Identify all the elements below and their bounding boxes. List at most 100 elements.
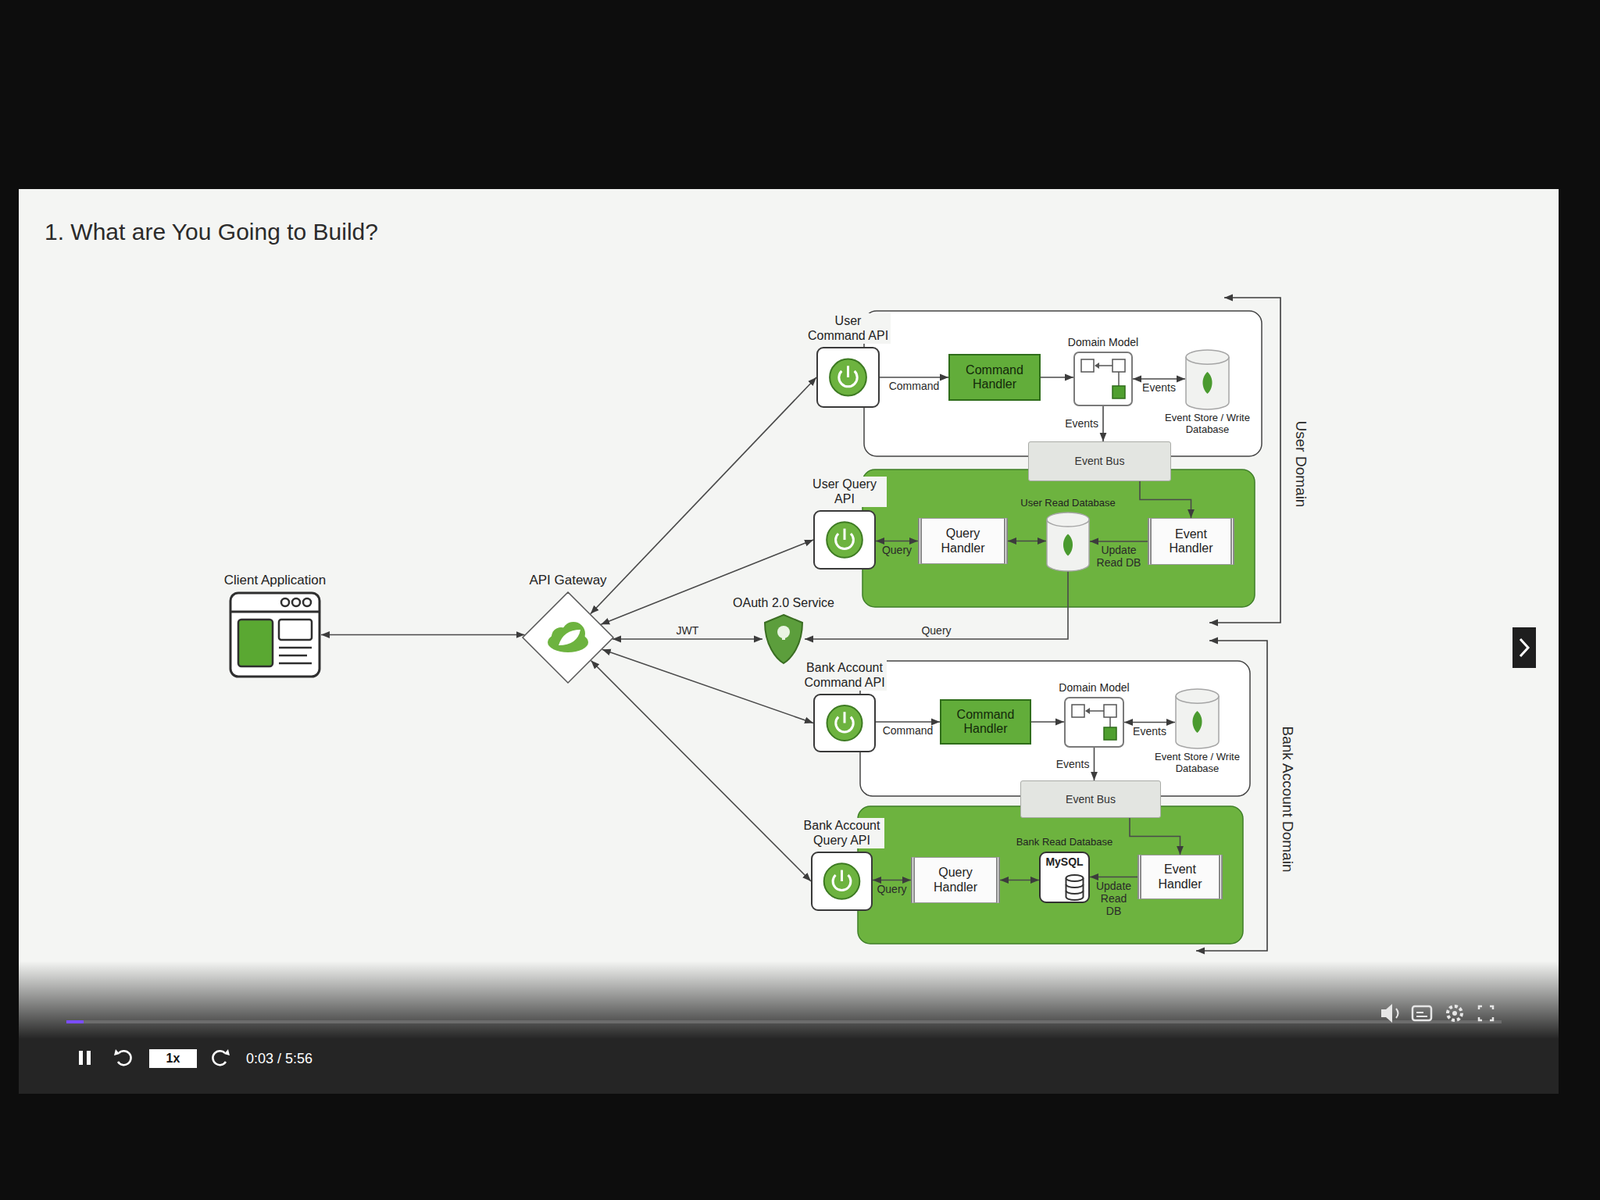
- volume-icon: [1381, 1003, 1393, 1023]
- connector: [1102, 406, 1104, 442]
- connector: [875, 721, 940, 723]
- domain-label: User Domain: [1292, 421, 1310, 508]
- event-bus: Event Bus: [1020, 780, 1161, 818]
- app-panel: [238, 619, 273, 667]
- rewind-icon: [114, 1049, 120, 1056]
- edge-label-holder: Events: [1135, 381, 1183, 394]
- connector: [804, 571, 1068, 640]
- mongo-shape: [1185, 350, 1230, 410]
- text-holder: OAuth 2.0 Service: [713, 596, 854, 611]
- model-link: [1085, 707, 1090, 715]
- node-label: Bank Read Database: [1006, 836, 1124, 849]
- api-frame: [814, 510, 875, 569]
- edge-label-holder: Update Read DB: [1092, 879, 1136, 918]
- forward-icon: [224, 1049, 230, 1056]
- command-handler: Command Handler: [948, 353, 1041, 401]
- mongo-shape: [1046, 512, 1090, 572]
- edge-label: Command: [882, 379, 947, 393]
- edge-label: Update Read DB: [1092, 879, 1136, 918]
- model-frame: [1064, 697, 1124, 747]
- title-holder: 1. What are You Going to Build?: [44, 218, 379, 247]
- edge-label: Events: [1135, 381, 1183, 394]
- connector: [872, 879, 911, 882]
- edge-label: Events: [1126, 725, 1173, 738]
- text-holder: Bank Account Query API: [800, 817, 885, 849]
- edge-label-holder: JWT: [614, 624, 761, 637]
- node-label: Event Store / Write Database: [1159, 412, 1257, 436]
- edge-label: Query: [878, 543, 916, 557]
- power-badge: [826, 521, 863, 558]
- connector: [612, 638, 763, 640]
- api-service: Bank Account Command API: [813, 693, 876, 753]
- progress-played: [66, 1020, 84, 1024]
- edge-label: Query: [875, 882, 909, 896]
- text-holder: Bank Account Command API: [802, 660, 887, 691]
- label-holder: 0:03 / 5:56: [246, 1050, 313, 1068]
- settings-icon: [1447, 1006, 1462, 1021]
- query-handler: Query Handler: [910, 857, 1000, 904]
- api-service: Bank Account Query API: [810, 851, 873, 911]
- power-badge: [827, 705, 863, 741]
- fullscreen-icon: [1478, 1006, 1493, 1021]
- power-badge: [824, 863, 861, 900]
- captions-icon: [1416, 1012, 1428, 1017]
- model-square: [1112, 359, 1125, 372]
- icon-text: MySQL: [1039, 855, 1090, 868]
- app-line: [278, 662, 312, 665]
- node-label: Bank Account Query API: [800, 817, 885, 849]
- next-chevron: [1520, 639, 1529, 657]
- box-text: Event Bus: [1075, 454, 1125, 468]
- cylinder: [1046, 519, 1090, 527]
- connector: [1089, 540, 1148, 543]
- text-holder: Client Application: [196, 572, 354, 589]
- domain-model: Domain Model: [1064, 696, 1125, 748]
- client-app: Client Application: [228, 591, 322, 679]
- model-square: [1103, 727, 1117, 740]
- cylinder: [1185, 350, 1229, 410]
- box-text: Event Handler: [1149, 862, 1211, 892]
- cylinder: [1175, 696, 1219, 704]
- text-holder: User Read Database: [1017, 497, 1119, 510]
- app-bar: [230, 610, 320, 614]
- db-stack: [1066, 884, 1084, 894]
- edge-label-holder: Events: [1064, 417, 1099, 430]
- api-shape: [810, 851, 873, 911]
- query-region: [857, 806, 1243, 944]
- pause-icon: [86, 1050, 91, 1065]
- node-label: User Command API: [806, 313, 891, 344]
- app-dot: [292, 598, 300, 607]
- api-shape: [813, 693, 876, 753]
- power-symbol: [843, 711, 847, 723]
- connector: [321, 634, 525, 636]
- connector: [879, 376, 949, 379]
- connector: [1132, 378, 1186, 380]
- box-text: Event Handler: [1159, 527, 1223, 557]
- model-link: [1117, 371, 1120, 386]
- connector: [1129, 817, 1181, 855]
- api-shape: [816, 346, 880, 408]
- settings-icon: [1452, 1010, 1458, 1016]
- app-line: [278, 654, 308, 658]
- diamond-shape: [521, 591, 615, 684]
- pause-icon: [78, 1050, 83, 1065]
- leaf-icon: [1192, 710, 1202, 733]
- query-handler: Query Handler: [917, 517, 1008, 565]
- model-link: [1094, 362, 1100, 369]
- label-holder: 1x: [166, 1051, 181, 1066]
- domain-model: Domain Model: [1073, 351, 1133, 407]
- captions-icon: [1412, 1006, 1432, 1021]
- text-holder: Event Store / Write Database: [1149, 751, 1247, 775]
- model-shape: [1073, 351, 1133, 407]
- event-handler: Event Handler: [1147, 517, 1235, 565]
- edge-label: Events: [1064, 417, 1099, 430]
- player-fade: [18, 960, 1559, 1040]
- cylinder: [1046, 512, 1090, 572]
- app-line: [278, 646, 312, 650]
- api-frame: [814, 694, 875, 752]
- edge-label-holder: Command: [878, 724, 938, 737]
- query-region: [862, 469, 1255, 608]
- api-frame: [811, 852, 872, 911]
- progress-track: [66, 1020, 1502, 1024]
- api-shape: [813, 510, 876, 570]
- model-frame: [1074, 352, 1133, 406]
